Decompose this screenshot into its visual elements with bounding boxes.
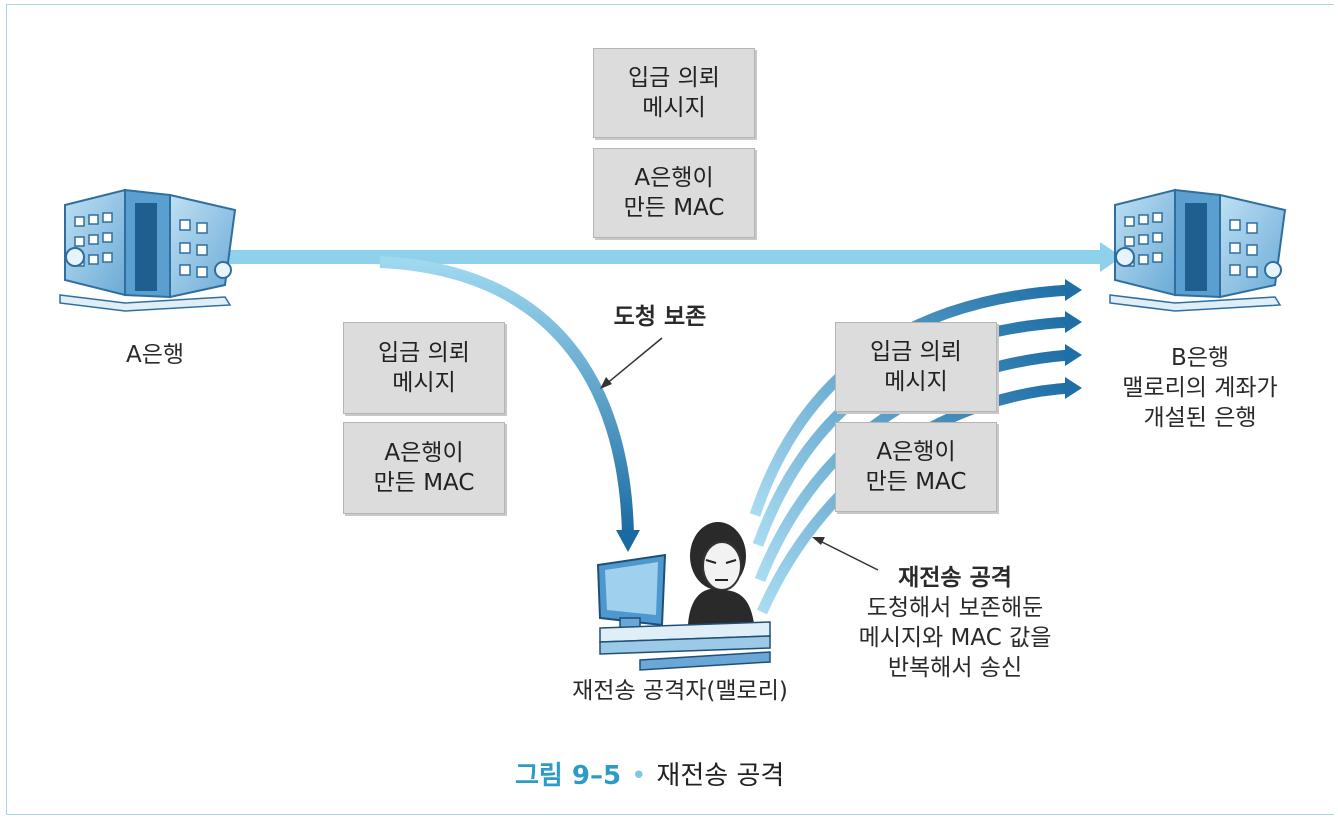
top-mac-box: A은행이 만든 MAC: [593, 148, 755, 238]
arrow-icon: [616, 530, 640, 552]
building-icon: [59, 188, 237, 312]
box-line: 만든 MAC: [373, 470, 475, 496]
eavesdrop-label: 도청 보존: [613, 304, 707, 330]
bank-b-line: 맬로리의 계좌가: [1122, 375, 1278, 401]
box-line: 메시지: [642, 95, 706, 121]
box-line: A은행이: [634, 165, 714, 191]
bank-a-label: A은행: [125, 342, 185, 368]
replay-deposit-request-box: 입금 의뢰 메시지: [835, 322, 997, 412]
top-deposit-request-box: 입금 의뢰 메시지: [593, 48, 755, 138]
arrow-icon: [1065, 279, 1082, 301]
replay-attack-note: 재전송 공격 도청해서 보존해둔 메시지와 MAC 값을 반복해서 송신: [835, 563, 1075, 683]
bank-b-label: B은행 맬로리의 계좌가 개설된 은행: [1090, 343, 1310, 433]
box-line: 입금 의뢰: [628, 65, 720, 91]
arrow-icon: [1100, 242, 1122, 272]
replay-attack-line: 도청해서 보존해둔: [866, 595, 1044, 621]
replay-mac-box: A은행이 만든 MAC: [835, 422, 997, 512]
replay-leader: [812, 537, 879, 571]
transmission-arrow: [225, 242, 1122, 272]
box-line: 입금 의뢰: [870, 339, 962, 365]
replay-attack-line: 반복해서 송신: [887, 655, 1023, 681]
figure-frame: [6, 4, 1334, 815]
mid-mac-box: A은행이 만든 MAC: [343, 422, 505, 514]
box-line: 입금 의뢰: [378, 340, 470, 366]
box-line: 만든 MAC: [865, 469, 967, 495]
attacker-label: 재전송 공격자(맬로리): [572, 678, 788, 704]
caption-separator: •: [631, 761, 647, 791]
arrow-icon: [1065, 344, 1082, 366]
arrow-icon: [1065, 377, 1082, 399]
bank-b-line: B은행: [1170, 345, 1230, 371]
box-line: 만든 MAC: [623, 195, 725, 221]
bank-b-line: 개설된 은행: [1143, 405, 1257, 431]
box-line: 메시지: [392, 370, 456, 396]
building-icon: [1109, 188, 1287, 312]
eavesdrop-arrow: [379, 256, 640, 552]
box-line: A은행이: [384, 440, 464, 466]
replay-attack-line: 메시지와 MAC 값을: [858, 625, 1052, 651]
attacker-computer-icon: [596, 522, 771, 671]
figure-title: 재전송 공격: [656, 761, 785, 791]
arrow-icon: [1065, 311, 1082, 333]
box-line: 메시지: [884, 369, 948, 395]
figure-number: 그림 9–5: [515, 761, 622, 791]
figure-caption: 그림 9–5 • 재전송 공격: [515, 755, 784, 792]
box-line: A은행이: [876, 439, 956, 465]
mid-deposit-request-box: 입금 의뢰 메시지: [343, 322, 505, 414]
replay-attack-title: 재전송 공격: [898, 565, 1012, 591]
eavesdrop-leader: [600, 337, 663, 389]
